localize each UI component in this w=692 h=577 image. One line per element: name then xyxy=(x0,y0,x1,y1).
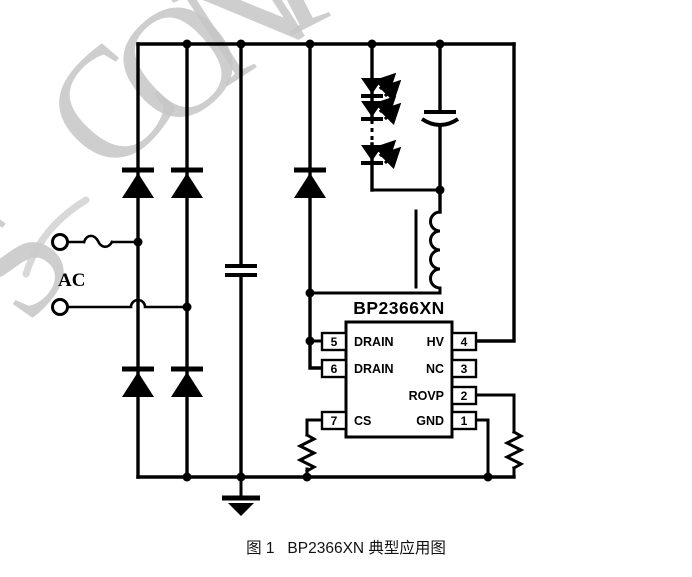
ic-pin-3: 3 NC xyxy=(426,358,478,379)
wire-freewheel-to-drain6 xyxy=(308,42,324,370)
rovp-resistor xyxy=(503,429,525,471)
ic-pin-7: 7 CS xyxy=(320,410,371,431)
ic-pin-6: 6 DRAIN xyxy=(320,358,394,379)
pin-name: DRAIN xyxy=(354,335,394,349)
cs-sense-resistor xyxy=(296,432,318,474)
figure-caption: 图 1 BP2366XN 典型应用图 xyxy=(246,540,446,557)
wire-rovp-resistor xyxy=(474,393,516,479)
led-2 xyxy=(361,95,402,126)
pin-name: ROVP xyxy=(409,389,444,403)
bulk-capacitor xyxy=(225,264,257,277)
inductor-coil xyxy=(429,210,442,290)
wire-hv-feed xyxy=(474,42,516,343)
ic-pin-4: 4 HV xyxy=(427,331,478,352)
ic-pin-2: 2 ROVP xyxy=(409,385,478,406)
fuse xyxy=(82,234,114,249)
ac-terminal-live xyxy=(51,233,69,251)
led-light-arrow xyxy=(378,102,402,126)
bridge-diode-2 xyxy=(171,167,203,198)
pin-number: 5 xyxy=(331,335,338,349)
ic-title: BP2366XN xyxy=(353,298,445,318)
led-light-arrow xyxy=(378,146,402,170)
pin-number: 7 xyxy=(331,414,338,428)
pin-number: 4 xyxy=(461,335,468,349)
pin-name: CS xyxy=(354,414,371,428)
led-3 xyxy=(361,139,402,170)
ac-label: AC xyxy=(58,270,85,291)
output-capacitor xyxy=(420,110,460,127)
fuse-symbol xyxy=(82,234,114,249)
pin-name: DRAIN xyxy=(354,362,394,376)
junction-dots xyxy=(133,39,493,482)
bridge-diode-1 xyxy=(122,167,154,198)
pin-name: NC xyxy=(426,362,444,376)
pin-number: 3 xyxy=(461,362,468,376)
bridge-diode-4 xyxy=(171,366,203,397)
ic-bp2366xn: BP2366XN 5 DRAIN 6 DRAIN 7 CS 4 xyxy=(320,298,478,439)
bridge-rectifier xyxy=(122,167,203,397)
wire-gnd-pin xyxy=(474,418,490,479)
led-light-arrow xyxy=(373,139,397,163)
freewheeling-diode xyxy=(294,167,326,198)
wire-ac-neutral-with-hop xyxy=(65,298,189,309)
output-capacitor-plate-curved xyxy=(420,117,460,127)
pin-number: 2 xyxy=(461,389,468,403)
ic-pin-5: 5 DRAIN xyxy=(320,331,394,352)
inductor xyxy=(414,209,442,290)
led-light-arrow xyxy=(378,79,402,103)
pin-name: HV xyxy=(427,335,445,349)
led-1 xyxy=(361,72,402,103)
pin-name: GND xyxy=(416,414,444,428)
led-string xyxy=(361,72,402,170)
ic-pin-1: 1 GND xyxy=(416,410,478,431)
ac-terminal-neutral xyxy=(51,298,69,316)
ic-body xyxy=(344,320,454,439)
led-light-arrow xyxy=(373,95,397,119)
ground-symbol xyxy=(222,475,260,516)
led-light-arrow xyxy=(373,72,397,96)
pin-number: 1 xyxy=(461,414,468,428)
bridge-diode-3 xyxy=(122,366,154,397)
pin-number: 6 xyxy=(331,362,338,376)
